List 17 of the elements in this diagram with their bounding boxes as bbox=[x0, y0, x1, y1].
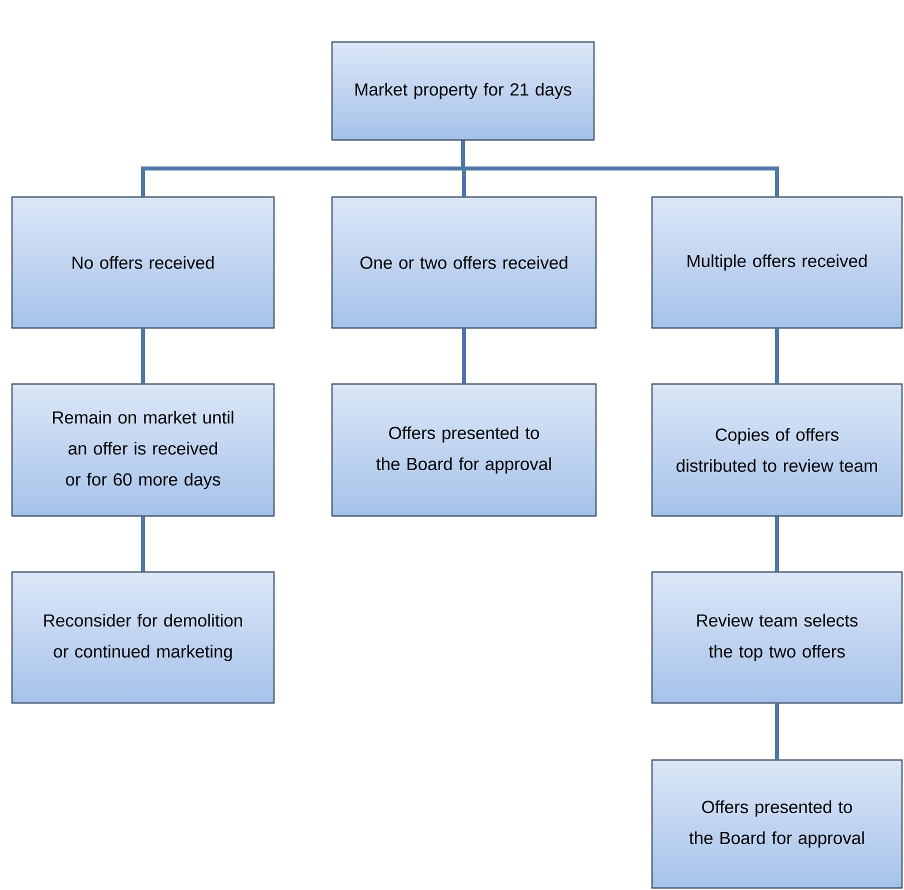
process-box: One or two offers received bbox=[331, 196, 597, 329]
connector-line bbox=[461, 140, 779, 196]
process-box: Offers presented to the Board for approval bbox=[651, 759, 903, 889]
connector-line bbox=[141, 328, 145, 384]
connector-line bbox=[775, 516, 779, 572]
process-box: Copies of offers distributed to review team bbox=[651, 383, 903, 517]
connector-line bbox=[462, 328, 466, 384]
connector-line bbox=[141, 516, 145, 572]
process-box: Multiple offers received bbox=[651, 196, 903, 329]
process-box: Market property for 21 days bbox=[331, 41, 595, 141]
process-box: Review team selects the top two offers bbox=[651, 571, 903, 704]
process-box: Offers presented to the Board for approval bbox=[331, 383, 597, 517]
process-box: Reconsider for demolition or continued marketing bbox=[11, 571, 275, 704]
process-box: No offers received bbox=[11, 196, 275, 329]
connector-line bbox=[775, 704, 779, 760]
process-box: Remain on market until an offer is received or for 60 more days bbox=[11, 383, 275, 517]
connector-line bbox=[775, 328, 779, 384]
